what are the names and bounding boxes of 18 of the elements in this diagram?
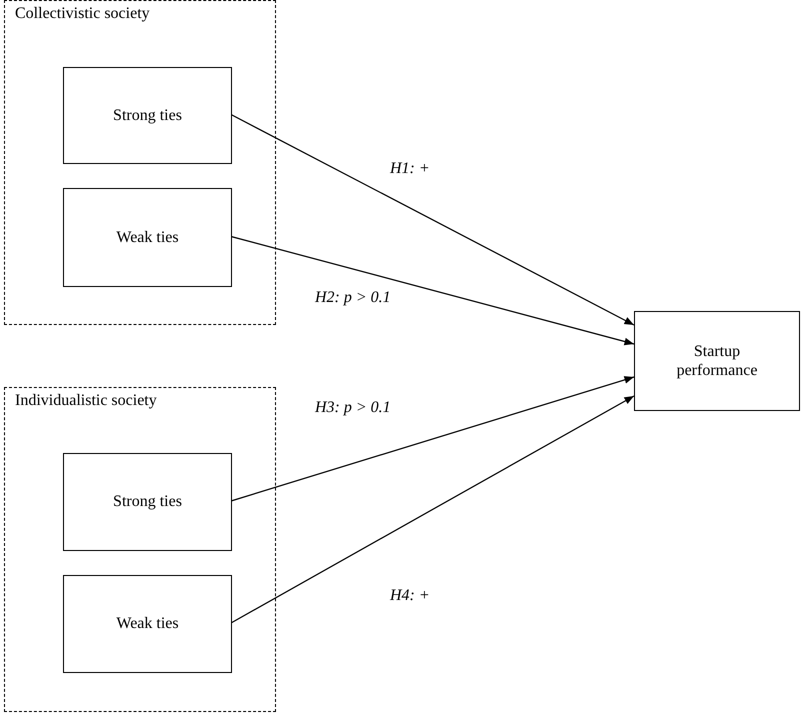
process-box: [634, 311, 800, 411]
node-label: Startup performance: [676, 342, 758, 380]
group-title: Individualistic society: [15, 391, 157, 410]
node-label: Weak ties: [116, 228, 179, 248]
arrow: [230, 376, 634, 502]
arrow: [230, 114, 634, 326]
node-label: Strong ties: [113, 492, 182, 512]
node-label: Strong ties: [113, 106, 182, 126]
process-box: [63, 453, 232, 551]
arrow: [230, 236, 634, 346]
dashed-group-box: [4, 387, 276, 712]
process-box: [63, 188, 232, 287]
arrow: [230, 395, 634, 624]
dashed-group-box: [4, 0, 276, 325]
group-title: Collectivistic society: [15, 4, 150, 24]
process-box: [63, 67, 232, 164]
node-label: Weak ties: [116, 614, 179, 634]
process-box: [63, 575, 232, 673]
